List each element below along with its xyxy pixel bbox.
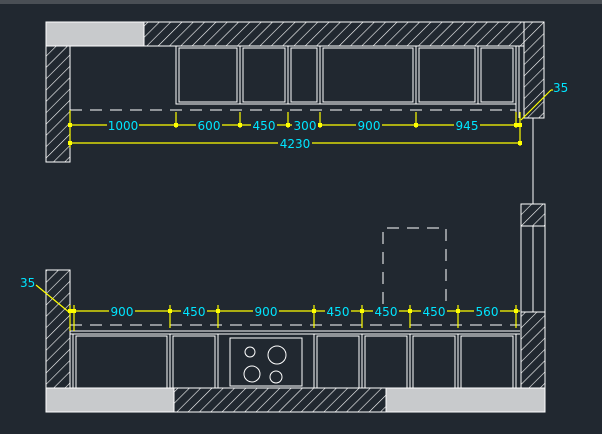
- lower-dim-450-d: 450: [423, 305, 446, 319]
- upper-dim-900: 900: [358, 119, 381, 133]
- upper-dimension-labels: 1000 600 450 300 900 945 4230 35: [107, 81, 568, 151]
- lower-dim-450-c: 450: [375, 305, 398, 319]
- right-wall-upper-hatched: [520, 203, 546, 227]
- top-right-corner-wall: [523, 21, 545, 119]
- lower-dim-450-a: 450: [183, 305, 206, 319]
- lower-dim-560: 560: [476, 305, 499, 319]
- bottom-wall-gray-right: [385, 387, 546, 413]
- top-left-side-wall: [45, 45, 71, 163]
- upper-dimension-ticks: [68, 123, 522, 145]
- cooktop-icon: [229, 337, 303, 387]
- lower-dim-900-b: 900: [255, 305, 278, 319]
- lower-dim-450-b: 450: [327, 305, 350, 319]
- top-wall-hatched: [143, 21, 525, 47]
- top-wall-gray-segment: [45, 21, 145, 47]
- bottom-left-side-wall: [45, 269, 71, 389]
- upper-dim-945: 945: [456, 119, 479, 133]
- lower-end-gap-35: 35: [20, 276, 35, 290]
- right-wall-lower-hatched: [520, 311, 546, 389]
- bottom-wall-gray-left: [45, 387, 175, 413]
- upper-cabinets: [175, 45, 520, 118]
- fridge-dashed-outline: [382, 227, 447, 304]
- base-cabinets: [70, 330, 520, 389]
- upper-dim-300: 300: [294, 119, 317, 133]
- lower-dimension-ticks: [68, 309, 518, 313]
- window-top-strip: [0, 0, 602, 4]
- lower-dimension-labels: 900 450 900 450 450 450 560 35: [20, 276, 500, 319]
- bottom-wall-hatched: [173, 387, 387, 413]
- lower-dim-900-a: 900: [111, 305, 134, 319]
- upper-end-gap-35: 35: [553, 81, 568, 95]
- upper-dim-1000: 1000: [108, 119, 139, 133]
- upper-dim-600: 600: [198, 119, 221, 133]
- upper-dim-450: 450: [253, 119, 276, 133]
- upper-total-4230: 4230: [280, 137, 311, 151]
